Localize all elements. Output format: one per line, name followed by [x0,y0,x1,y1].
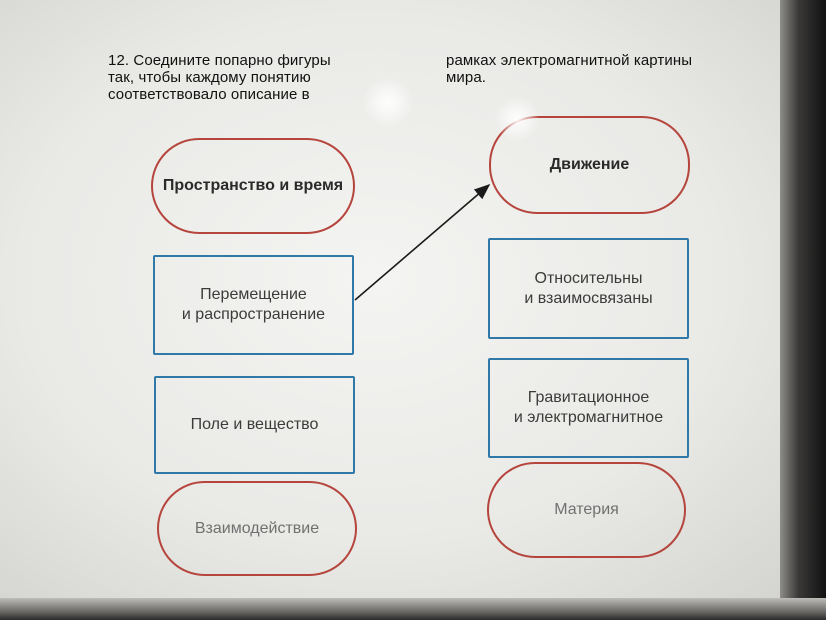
right-oval-motion-label: Движение [549,156,630,173]
right-rect-relative[interactable]: Относительны и взаимосвязаны [488,238,689,339]
right-rect-gravitational-label: Гравитационное и электромагнитное [513,389,664,426]
left-oval-space-time-label: Пространство и время [162,177,344,194]
left-rect-field-matter-label: Поле и вещество [190,416,319,433]
right-rect-relative-label: Относительны и взаимосвязаны [524,269,653,307]
right-oval-matter[interactable]: Материя [487,462,686,558]
left-oval-interaction[interactable]: Взаимодействие [157,481,357,576]
question-text-right: рамках электромагнитной картины мира. [446,52,693,86]
left-oval-space-time[interactable]: Пространство и время [151,138,355,234]
question-text-left: 12. Соедините попарно фигуры так, чтобы … [108,52,331,103]
right-oval-matter-label: Материя [554,501,619,518]
connection-arrow-line [354,183,491,301]
monitor-bezel-bottom [0,598,826,620]
right-oval-motion[interactable]: Движение [489,116,690,214]
right-rect-gravitational[interactable]: Гравитационное и электромагнитное [488,358,689,458]
left-rect-movement-label: Перемещение и распространение [181,286,326,323]
monitor-bezel-right [780,0,826,620]
left-rect-field-matter[interactable]: Поле и вещество [154,376,355,474]
left-oval-interaction-label: Взаимодействие [194,519,320,537]
left-rect-movement[interactable]: Перемещение и распространение [153,255,354,355]
